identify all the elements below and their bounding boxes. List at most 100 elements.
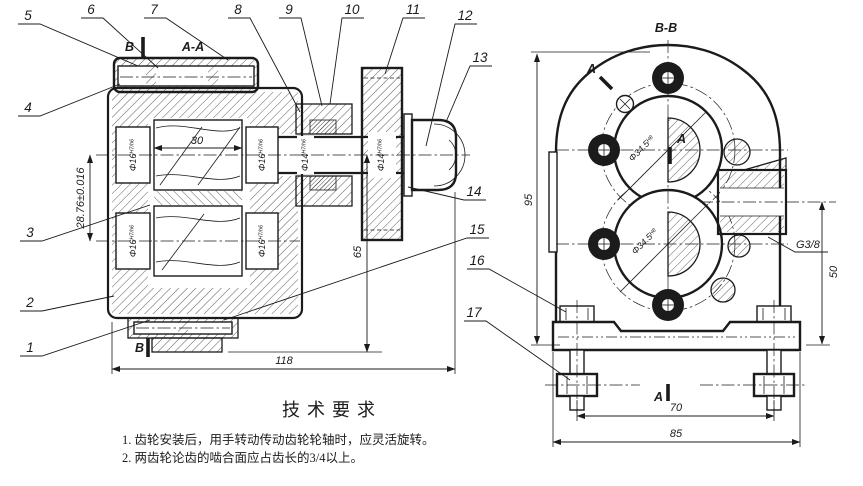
dim-text: 30 [191, 135, 204, 147]
section-a-label: A [586, 62, 596, 76]
hatch-region [146, 66, 156, 86]
dim-length-118: 118 [111, 192, 456, 374]
body-wall-left [112, 92, 148, 314]
callout-number: 6 [87, 2, 95, 17]
dim-text: 95 [523, 193, 535, 206]
callout-number: 5 [24, 8, 32, 23]
callout-4: 4 [18, 83, 121, 117]
nut-chamfer [448, 139, 457, 171]
port-thread-callout: G3/8 [767, 236, 828, 253]
hatch-region [208, 66, 218, 86]
callout-number: 4 [24, 100, 32, 115]
packing-top [309, 119, 337, 135]
dim-text: 50 [828, 265, 840, 278]
callout-2: 2 [20, 295, 115, 312]
bottom-cover-lip [151, 337, 223, 353]
port-wall-bottom [720, 216, 784, 232]
callout-number: 17 [466, 305, 482, 320]
callout-number: 3 [26, 225, 34, 240]
callout-number: 14 [466, 184, 481, 199]
tech-req-title: 技术要求 [282, 400, 382, 420]
mounting-bracket [551, 320, 802, 352]
callout-6: 6 [81, 2, 159, 69]
dim-text: 65 [352, 245, 364, 258]
callout-number: 11 [406, 2, 420, 17]
side-flat [548, 151, 558, 253]
section-aa-title: A-A [181, 40, 204, 54]
dim-text: 118 [275, 355, 293, 367]
callout-number: 16 [469, 253, 485, 268]
callout-5: 5 [18, 8, 139, 67]
port-thread-label: G3/8 [796, 239, 821, 251]
dim-gear-width: 30 [153, 135, 243, 152]
callout-8: 8 [228, 2, 301, 113]
flange-screw [652, 62, 684, 94]
callout-number: 15 [469, 222, 485, 237]
gear-mesh-zone [154, 191, 242, 205]
flange-screw [588, 134, 620, 166]
dim-text: 28.76±0.016 [75, 167, 87, 230]
callout-13: 13 [445, 50, 492, 123]
callout-9: 9 [279, 2, 323, 107]
callout-1: 1 [20, 319, 151, 357]
section-b-label: B [125, 40, 134, 54]
shaft-dia-label: Φ14H7/h6 [300, 138, 310, 171]
callout-3: 3 [20, 204, 151, 242]
bearing-bore-label: Φ16H7/h6 [128, 138, 138, 171]
tech-req-item: 1. 齿轮安装后，用手转动传动齿轮轮轴时，应灵活旋转。 [122, 433, 435, 447]
tooth-trace [197, 126, 241, 186]
dowel-pin-hole [615, 94, 635, 114]
packing-bottom [309, 175, 337, 191]
callout-17: 17 [464, 305, 571, 381]
technical-requirements: 技术要求 1. 齿轮安装后，用手转动传动齿轮轮轴时，应灵活旋转。 2. 两齿轮论… [122, 396, 542, 467]
dim-text: 70 [670, 402, 683, 414]
bearing-bore-label: Φ16H7/h6 [257, 224, 267, 257]
port-wall-top [720, 172, 784, 188]
callout-16: 16 [467, 253, 567, 313]
callout-number: 1 [26, 340, 34, 355]
flange-screw [588, 228, 620, 260]
callout-number: 12 [457, 8, 473, 23]
callout-number: 9 [285, 2, 293, 17]
dim-bolt-spacing-70: 70 [576, 400, 775, 421]
tooth-trace [161, 213, 205, 271]
sectioned-screw [727, 234, 751, 258]
sectioned-screw [723, 138, 751, 166]
body-wall-top [148, 92, 250, 118]
part-callouts: 1 2 3 4 5 6 7 8 9 10 11 12 13 14 15 16 1… [18, 2, 571, 381]
gear-section-lower [667, 211, 701, 277]
dim-base-width-85: 85 [552, 352, 801, 447]
section-bb-title: B-B [655, 21, 677, 35]
gear-section-upper [667, 117, 701, 183]
dim-center-distance: 28.76±0.016 [75, 154, 94, 242]
callout-14: 14 [407, 184, 486, 201]
tech-req-item: 2. 两齿轮论齿的啮合面应占齿长的3/4以上。 [122, 450, 363, 465]
right-view-section-bb: B-B [523, 21, 840, 447]
section-a-tick [598, 75, 614, 91]
dim-text: 85 [670, 428, 683, 440]
shaft-nut [410, 118, 458, 192]
section-b-label: B [135, 341, 144, 355]
callout-number: 13 [472, 50, 488, 65]
callout-number: 10 [344, 2, 360, 17]
flange-screw [652, 289, 684, 321]
left-view-section-aa: Φ16H7/h6 Φ16H7/h6 Φ16H7/h6 Φ16H7/h6 Φ14H… [75, 37, 470, 374]
callout-number: 8 [234, 2, 242, 17]
body-wall-bottom [148, 288, 250, 314]
callout-7: 7 [144, 2, 229, 61]
shaft-dia-label: Φ14H7/h6 [376, 138, 386, 171]
sectioned-screw [710, 277, 736, 303]
callout-11: 11 [384, 2, 425, 75]
cover-bolt-band [117, 65, 255, 87]
bearing-bore-label: Φ16H7/h6 [128, 224, 138, 257]
callout-number: 2 [25, 295, 34, 310]
section-a-label: A [653, 390, 663, 404]
callout-12: 12 [425, 8, 477, 147]
callout-15: 15 [223, 222, 489, 321]
callout-10: 10 [329, 2, 364, 105]
section-a-label: A [676, 132, 686, 146]
bearing-bore-label: Φ16H7/h6 [257, 138, 267, 171]
tooth-trace [155, 260, 241, 266]
